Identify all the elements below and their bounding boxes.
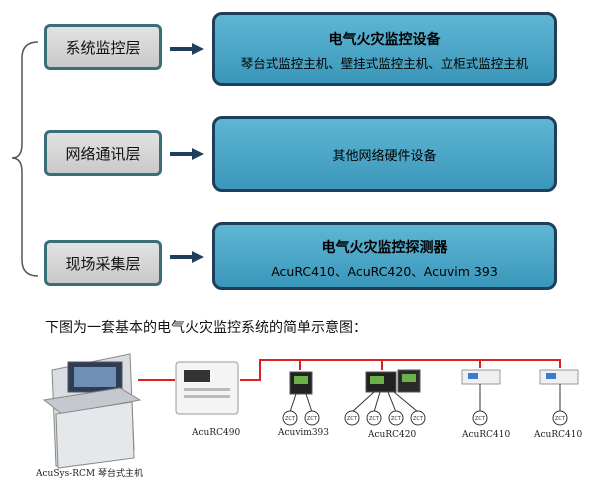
- device-box-network: 其他网络硬件设备: [212, 116, 557, 192]
- acurc410-label-b: AcuRC410: [534, 430, 583, 440]
- zct-sensor-label: ZCT: [555, 416, 566, 422]
- device-subtitle: AcuRC410、AcuRC420、Acuvim 393: [271, 264, 498, 279]
- acurc410-device-a: [461, 369, 501, 385]
- device-box-detectors: 电气火灾监控探测器 AcuRC410、AcuRC420、Acuvim 393: [212, 222, 557, 290]
- system-diagram: ZCT ZCT ZCT ZCT ZCT ZCT ZCT ZCT: [42, 353, 579, 469]
- acuvim393-device: [289, 371, 313, 395]
- device-box-monitoring: 电气火灾监控设备 琴台式监控主机、壁挂式监控主机、立柜式监控主机: [212, 12, 557, 86]
- arrow-right-icon: [170, 43, 204, 55]
- arrow-right-icon: [170, 148, 204, 160]
- acurc410-label-a: AcuRC410: [462, 430, 511, 440]
- acurc420-device: [365, 369, 421, 393]
- zct-sensor-label: ZCT: [347, 416, 358, 422]
- acurc420-label: AcuRC420: [368, 430, 417, 440]
- acuvim393-label: Acuvim393: [278, 428, 330, 438]
- zct-sensor-label: ZCT: [475, 416, 486, 422]
- zct-sensor-label: ZCT: [285, 416, 296, 422]
- device-title: 电气火灾监控设备: [328, 32, 441, 48]
- layer-label: 系统监控层: [65, 38, 141, 57]
- acurc490-label: AcuRC490: [192, 428, 241, 438]
- layer-label: 网络通讯层: [65, 144, 141, 163]
- layer-system-monitoring: 系统监控层: [44, 24, 162, 70]
- acurc490-device: [175, 361, 239, 415]
- device-subtitle: 其他网络硬件设备: [332, 148, 437, 164]
- acurc410-device-b: [539, 369, 579, 385]
- main-host-label: AcuSys-RCM 琴台式主机: [36, 469, 143, 479]
- zct-sensors: [282, 410, 568, 426]
- left-bracket: [11, 41, 39, 277]
- device-title: 电气火灾监控探测器: [321, 240, 448, 256]
- layer-field-collection: 现场采集层: [44, 240, 162, 286]
- layer-network: 网络通讯层: [44, 130, 162, 176]
- diagram-caption: 下图为一套基本的电气火灾监控系统的简单示意图：: [45, 320, 367, 336]
- zct-sensor-label: ZCT: [413, 416, 424, 422]
- zct-sensor-label: ZCT: [307, 416, 318, 422]
- wire-network: [138, 359, 561, 381]
- zct-sensor-label: ZCT: [391, 416, 402, 422]
- layer-label: 现场采集层: [65, 254, 141, 273]
- device-subtitle: 琴台式监控主机、壁挂式监控主机、立柜式监控主机: [240, 56, 529, 71]
- arrow-right-icon: [170, 251, 204, 263]
- main-host-console: [42, 353, 142, 469]
- zct-sensor-label: ZCT: [369, 416, 380, 422]
